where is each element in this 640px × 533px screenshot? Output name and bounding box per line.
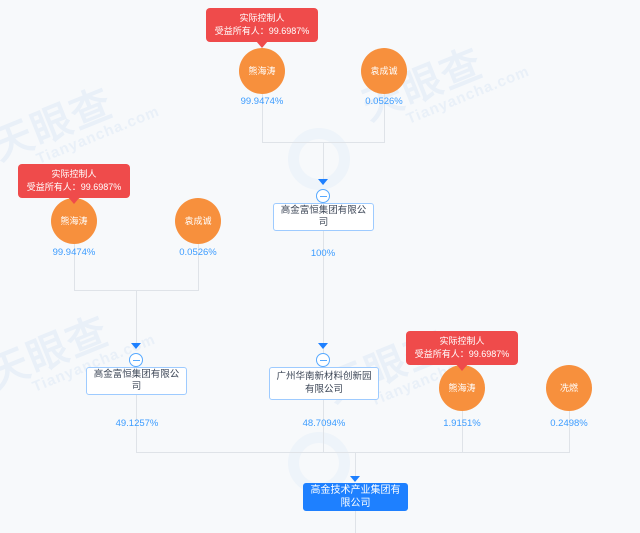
percent-label-huanan-park: 48.7094% [302,418,346,429]
connector-stem-yuanchengcheng-top [384,94,385,142]
person-node-xionghaitao-mid[interactable]: 熊海涛 [51,198,97,244]
person-node-xionghaitao-top[interactable]: 熊海涛 [239,48,285,94]
percent-label-yuanchengcheng-mid: 0.0526% [179,247,217,258]
company-node-gaojinfuheng-lower[interactable]: 高金富恒集团有限公司 [86,367,187,395]
connector-gaojinfuheng-upper-to-park [323,231,324,361]
collapse-toggle-gaojinfuheng-upper[interactable] [316,189,330,203]
watermark-left-url: Tianyancha.com [34,102,163,168]
connector-stem-huanan-park [323,400,324,452]
connector-drop-to-gaojinfuheng-lower [136,290,137,346]
connector-stem-gaojinfuheng-lower [136,395,137,452]
connector-drop-to-root [355,452,356,481]
company-node-root[interactable]: 高金技术产业集团有限公司 [303,483,408,511]
badge-controller-top: 实际控制人 受益所有人：99.6987% [206,8,318,49]
person-node-xianran[interactable]: 冼燃 [546,365,592,411]
percent-label-xionghaitao-top: 99.9474% [240,96,284,107]
connector-stem-xionghaitao-top [262,94,263,142]
percent-label-yuanchengcheng-top: 0.0526% [365,96,403,107]
percent-label-xianran: 0.2498% [550,418,588,429]
percent-label-gaojinfuheng-lower: 49.1257% [115,418,159,429]
percent-label-gaojinfuheng-upper: 100% [310,248,336,259]
connector-stem-xionghaitao-mid [74,244,75,290]
arrowhead-root [350,476,360,482]
connector-stem-xionghaitao-low [462,411,463,452]
company-node-gaojinfuheng-upper[interactable]: 高金富恒集团有限公司 [273,203,374,231]
person-node-xionghaitao-low[interactable]: 熊海涛 [439,365,485,411]
person-node-yuanchengcheng-mid[interactable]: 袁成诚 [175,198,221,244]
arrowhead-gaojinfuheng-upper [318,179,328,185]
arrowhead-gaojinfuheng-lower [131,343,141,349]
watermark-left: 天眼查 [0,80,120,169]
badge-controller-mid-right: 实际控制人 受益所有人：99.6987% [406,331,518,372]
connector-join-root [136,452,570,453]
badge-controller-mid-left: 实际控制人 受益所有人：99.6987% [18,164,130,205]
connector-stem-xianran [569,411,570,452]
connector-drop-to-gaojinfuheng-upper [323,142,324,185]
collapse-toggle-gaojinfuheng-lower[interactable] [129,353,143,367]
collapse-toggle-huanan-park[interactable] [316,353,330,367]
percent-label-xionghaitao-low: 1.9151% [443,418,481,429]
arrowhead-huanan-park [318,343,328,349]
company-node-huanan-park[interactable]: 广州华南新材料创新园有限公司 [269,367,379,400]
percent-label-xionghaitao-mid: 99.9474% [52,247,96,258]
connector-stem-root-down [355,511,356,533]
person-node-yuanchengcheng-top[interactable]: 袁成诚 [361,48,407,94]
connector-stem-yuanchengcheng-mid [198,244,199,290]
